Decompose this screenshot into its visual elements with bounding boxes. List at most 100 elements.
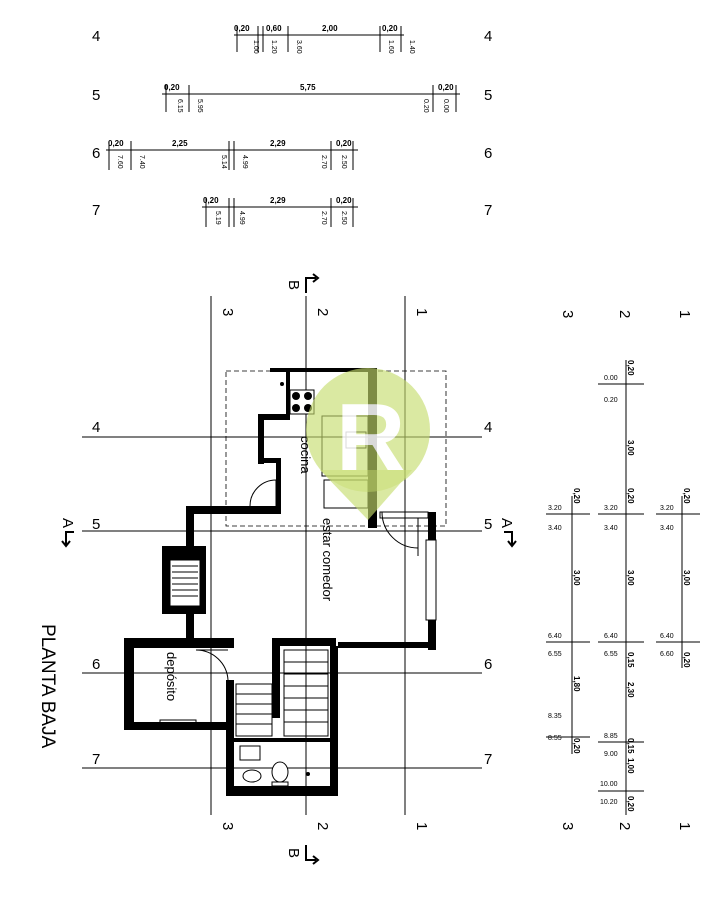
sched-col-2-top: 2 (616, 310, 633, 318)
strip-7-dim-3: 0,20 (336, 196, 352, 205)
c1-dim-3: 0,20 (682, 652, 691, 668)
strip-axis-7-left: 7 (92, 202, 100, 219)
strip-6-dim-2: 2,25 (172, 139, 188, 148)
grid-col-2-bottom: 2 (314, 822, 331, 830)
strip-7-dim-1: 0,20 (203, 196, 219, 205)
svg-text:B: B (285, 280, 302, 290)
svg-text:A: A (59, 518, 76, 528)
c3-lv-5: 8.35 (548, 713, 562, 720)
sched-col-2-bottom: 2 (616, 822, 633, 830)
c2-dim-5: 0,15 (626, 652, 635, 668)
c3-dim-4: 0,20 (572, 738, 581, 754)
sched-col-1-top: 1 (676, 310, 693, 318)
grid-col-1-bottom: 1 (413, 822, 430, 830)
c2-lv-10: 10.20 (600, 799, 618, 806)
c2-lv-5: 6.40 (604, 633, 618, 640)
strip-4-dim-4: 0,20 (382, 24, 398, 33)
c1-lv-3: 6.40 (660, 633, 674, 640)
c2-lv-3: 3.20 (604, 505, 618, 512)
c2-lv-7: 8.85 (604, 733, 618, 740)
strip-5-dim-2: 5,75 (300, 83, 316, 92)
strip-axis-5-right: 5 (484, 87, 492, 104)
door-entry (379, 511, 429, 556)
strip-4-dim-2: 0,60 (266, 24, 282, 33)
section-mark-a-left: A (59, 518, 76, 548)
c1-dim-2: 3,00 (682, 570, 691, 586)
door-storage (195, 649, 229, 681)
c2-lv-9: 10.00 (600, 781, 618, 788)
grid-col-3-top: 3 (219, 308, 236, 316)
section-marks: B B A A (59, 273, 517, 865)
strip-axis-4-left: 4 (92, 28, 100, 45)
strip-axis-6-right: 6 (484, 145, 492, 162)
c2-dim-6: 2,30 (626, 682, 635, 698)
c2-dim-7: 0,15 (626, 738, 635, 754)
grid-row-6-right: 6 (484, 656, 492, 673)
strip-4-dim-1: 0,20 (234, 24, 250, 33)
c3-dim-1: 0,20 (572, 488, 581, 504)
grid-row-7-left: 7 (92, 751, 100, 768)
watermark-logo: R (306, 368, 430, 520)
c3-lv-1: 3.20 (548, 505, 562, 512)
section-mark-b-bottom: B (285, 845, 320, 865)
strip-5-val-3: 0.20 (422, 99, 429, 113)
strip-axis-4-right: 4 (484, 28, 492, 45)
strip-5-val-4: 0.00 (442, 99, 449, 113)
grid-row-5-left: 5 (92, 516, 100, 533)
c1-lv-2: 3.40 (660, 525, 674, 532)
strip-4-val-1: 1.00 (252, 40, 259, 54)
c2-dim-4: 3,00 (626, 570, 635, 586)
strip-4-val-5: 1.40 (408, 40, 415, 54)
strip-5-val-1: 6.15 (176, 99, 183, 113)
grid-col-2-top: 2 (314, 308, 331, 316)
strip-axis-6-left: 6 (92, 145, 100, 162)
c2-dim-3: 0,20 (626, 488, 635, 504)
level-schedule: 3 2 1 3 2 1 3.20 3.40 6.40 6.55 8.35 8.5… (546, 310, 700, 830)
c3-lv-3: 6.40 (548, 633, 562, 640)
stairs-icon (235, 649, 329, 737)
c2-lv-2: 0.20 (604, 397, 618, 404)
strip-6-val-3: 5.14 (220, 155, 227, 169)
c3-lv-6: 8.55 (548, 735, 562, 742)
dimension-strips: 4 4 0,20 0,60 2,00 0,20 1.00 1.20 3.60 1… (92, 24, 492, 227)
toilet-icon (271, 761, 289, 787)
strip-4-dim-3: 2,00 (322, 24, 338, 33)
grid-row-6-left: 6 (92, 656, 100, 673)
grid-row-5-right: 5 (484, 516, 492, 533)
grid-row-4-left: 4 (92, 419, 100, 436)
door-kitchen (249, 479, 277, 507)
c2-lv-8: 9.00 (604, 751, 618, 758)
strip-5-dim-1: 0,20 (164, 83, 180, 92)
c3-lv-2: 3.40 (548, 525, 562, 532)
room-label-living: estar comedor (320, 518, 335, 602)
sched-col-1-bottom: 1 (676, 822, 693, 830)
strip-7-val-2: 4.99 (238, 211, 245, 225)
svg-text:A: A (498, 518, 515, 528)
strip-7-dim-2: 2,29 (270, 196, 286, 205)
grid-col-3-bottom: 3 (219, 822, 236, 830)
strip-7-val-3: 2.70 (320, 211, 327, 225)
grid-col-1-top: 1 (413, 308, 430, 316)
c1-lv-4: 6.60 (660, 651, 674, 658)
c2-dim-8: 1,00 (626, 758, 635, 774)
section-mark-b-top: B (285, 273, 320, 293)
sched-col-3-bottom: 3 (559, 822, 576, 830)
sink-icon (242, 769, 310, 783)
grill-icon (169, 559, 201, 607)
strip-4-val-4: 1.60 (387, 40, 394, 54)
sched-col-3-top: 3 (559, 310, 576, 318)
strip-5-dim-3: 0,20 (438, 83, 454, 92)
c2-lv-1: 0.00 (604, 375, 618, 382)
strip-axis-5-left: 5 (92, 87, 100, 104)
c1-dim-1: 0,20 (682, 488, 691, 504)
strip-7-val-4: 2.50 (340, 211, 347, 225)
strip-6-val-5: 2.70 (320, 155, 327, 169)
strip-6-dim-3: 2,29 (270, 139, 286, 148)
strip-4-val-3: 3.60 (295, 40, 302, 54)
c2-dim-2: 3,00 (626, 440, 635, 456)
c2-dim-9: 0,20 (626, 796, 635, 812)
c2-dim-1: 0,20 (626, 360, 635, 376)
strip-6-val-2: 7.40 (138, 155, 145, 169)
strip-4-val-2: 1.20 (270, 40, 277, 54)
